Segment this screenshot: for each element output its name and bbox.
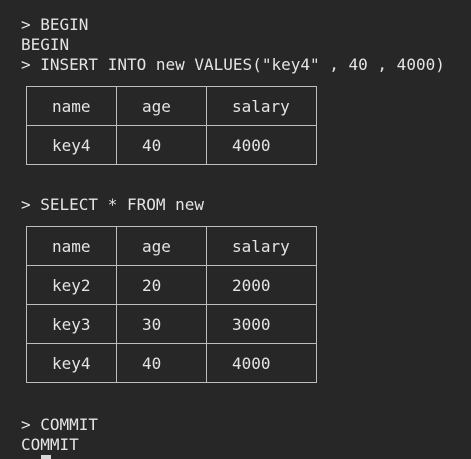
output-begin: BEGIN xyxy=(21,35,70,54)
command-insert: > INSERT INTO new VALUES("key4" , 40 , 4… xyxy=(21,55,445,74)
cell-age: 20 xyxy=(116,265,207,305)
cell-salary: 2000 xyxy=(206,265,317,305)
cell-age: 40 xyxy=(116,343,207,383)
command-begin: > BEGIN xyxy=(21,15,89,34)
cell-salary: 4000 xyxy=(206,343,317,383)
insert-result-table: name age salary key4 40 4000 xyxy=(26,86,317,165)
output-commit: COMMIT xyxy=(21,435,79,454)
column-header-name: name xyxy=(26,86,117,126)
command-commit: > COMMIT xyxy=(21,415,99,434)
table-row: key4 40 4000 xyxy=(26,343,317,383)
column-header-salary: salary xyxy=(206,226,317,266)
table-row: key3 30 3000 xyxy=(26,304,317,344)
text-cursor xyxy=(41,455,51,459)
column-header-age: age xyxy=(116,86,207,126)
cell-name: key4 xyxy=(26,343,117,383)
cell-name: key2 xyxy=(26,265,117,305)
cell-age: 40 xyxy=(116,125,207,165)
cell-name: key4 xyxy=(26,125,117,165)
cell-salary: 3000 xyxy=(206,304,317,344)
column-header-salary: salary xyxy=(206,86,317,126)
cell-name: key3 xyxy=(26,304,117,344)
column-header-age: age xyxy=(116,226,207,266)
table-row: key2 20 2000 xyxy=(26,265,317,305)
cell-salary: 4000 xyxy=(206,125,317,165)
table-header-row: name age salary xyxy=(26,226,317,266)
cell-age: 30 xyxy=(116,304,207,344)
table-row: key4 40 4000 xyxy=(26,125,317,165)
select-result-table: name age salary key2 20 2000 key3 30 300… xyxy=(26,226,317,383)
command-select: > SELECT * FROM new xyxy=(21,195,205,214)
table-header-row: name age salary xyxy=(26,86,317,126)
column-header-name: name xyxy=(26,226,117,266)
